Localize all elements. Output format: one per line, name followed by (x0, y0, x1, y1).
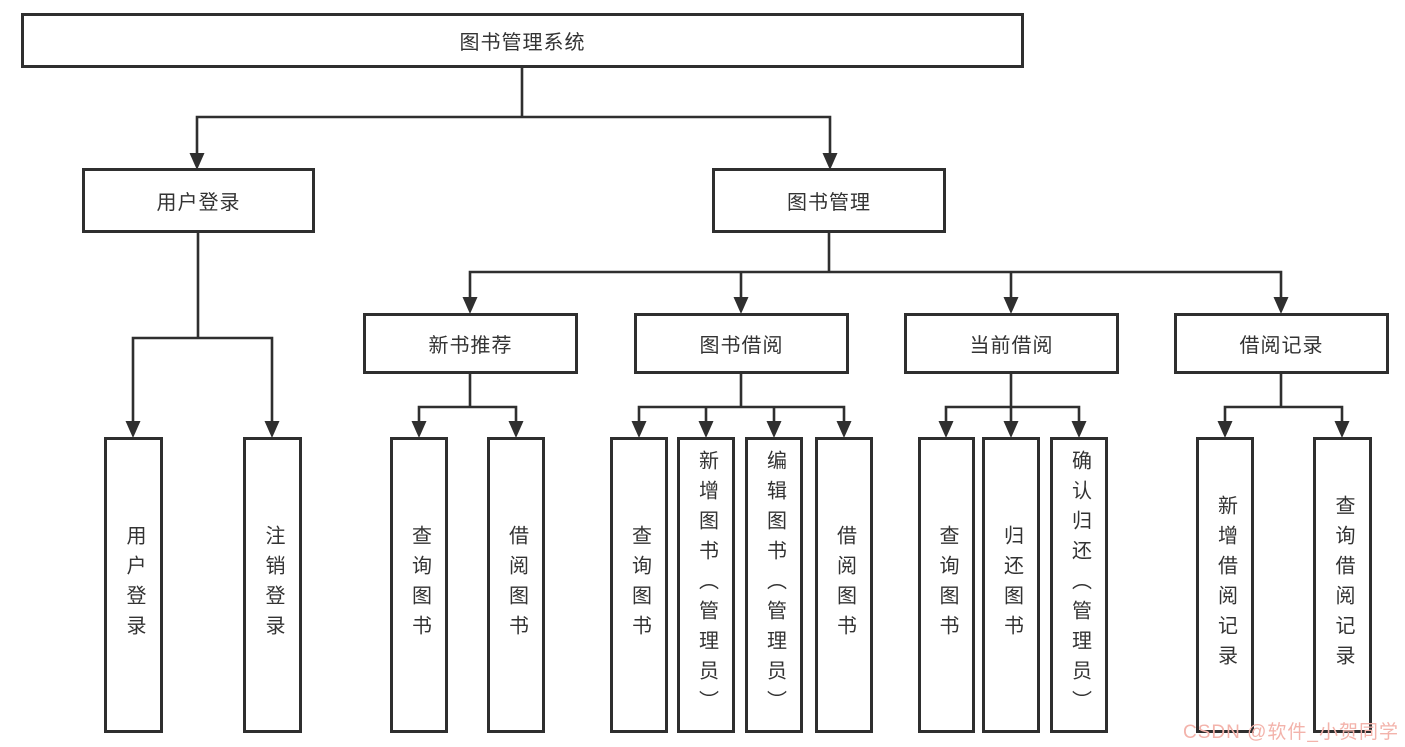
leaf-query-books: 查询图书 (610, 437, 668, 733)
arrow-down-icon (631, 421, 647, 438)
arrow-down-icon (1071, 421, 1087, 438)
leaf-query-books: 查询图书 (918, 437, 975, 733)
arrow-down-icon (822, 153, 838, 170)
leaf-user-login: 用户登录 (104, 437, 163, 733)
arrow-down-icon (264, 421, 280, 438)
leaf-label: 新增图书（管理员） (695, 450, 718, 720)
node-new-book-recommendation: 新书推荐 (363, 313, 578, 374)
node-book-management: 图书管理 (712, 168, 946, 233)
leaf-label: 借阅图书 (833, 525, 856, 645)
leaf-add-borrow-record: 新增借阅记录 (1196, 437, 1254, 733)
leaf-query-borrow-record: 查询借阅记录 (1313, 437, 1372, 733)
arrow-down-icon (189, 153, 205, 170)
arrow-down-icon (733, 297, 749, 314)
arrow-down-icon (836, 421, 852, 438)
leaf-label: 归还图书 (1000, 525, 1023, 645)
leaf-label: 借阅图书 (505, 525, 528, 645)
arrow-down-icon (938, 421, 954, 438)
leaf-borrow-books: 借阅图书 (815, 437, 873, 733)
leaf-return-books: 归还图书 (982, 437, 1040, 733)
arrow-down-icon (1273, 297, 1289, 314)
leaf-add-book-admin: 新增图书（管理员） (677, 437, 735, 733)
node-library-management-system: 图书管理系统 (21, 13, 1024, 68)
node-borrowing-records: 借阅记录 (1174, 313, 1389, 374)
node-book-borrowing: 图书借阅 (634, 313, 849, 374)
leaf-label: 查询借阅记录 (1332, 495, 1354, 675)
connector-lines (131, 68, 1344, 424)
leaf-label: 查询图书 (936, 525, 958, 645)
arrow-down-icon (766, 421, 782, 438)
arrow-down-icon (462, 297, 478, 314)
arrow-down-icon (698, 421, 714, 438)
node-current-borrowing: 当前借阅 (904, 313, 1119, 374)
arrow-down-icon (1003, 297, 1019, 314)
leaf-label: 确认归还（管理员） (1068, 450, 1091, 720)
leaf-query-books: 查询图书 (390, 437, 448, 733)
node-user-login: 用户登录 (82, 168, 315, 233)
leaf-logout: 注销登录 (243, 437, 302, 733)
leaf-label: 查询图书 (628, 525, 651, 645)
arrow-down-icon (1217, 421, 1233, 438)
leaf-label: 查询图书 (408, 525, 431, 645)
arrow-down-icon (411, 421, 427, 438)
arrow-down-icon (1334, 421, 1350, 438)
leaf-confirm-return-admin: 确认归还（管理员） (1050, 437, 1108, 733)
arrow-down-icon (1003, 421, 1019, 438)
leaf-label: 新增借阅记录 (1214, 495, 1237, 675)
leaf-edit-book-admin: 编辑图书（管理员） (745, 437, 803, 733)
arrow-down-icon (125, 421, 141, 438)
leaf-label: 编辑图书（管理员） (763, 450, 786, 720)
leaf-borrow-books: 借阅图书 (487, 437, 545, 733)
leaf-label: 用户登录 (123, 525, 145, 645)
arrow-down-icon (508, 421, 524, 438)
leaf-label: 注销登录 (262, 525, 284, 645)
